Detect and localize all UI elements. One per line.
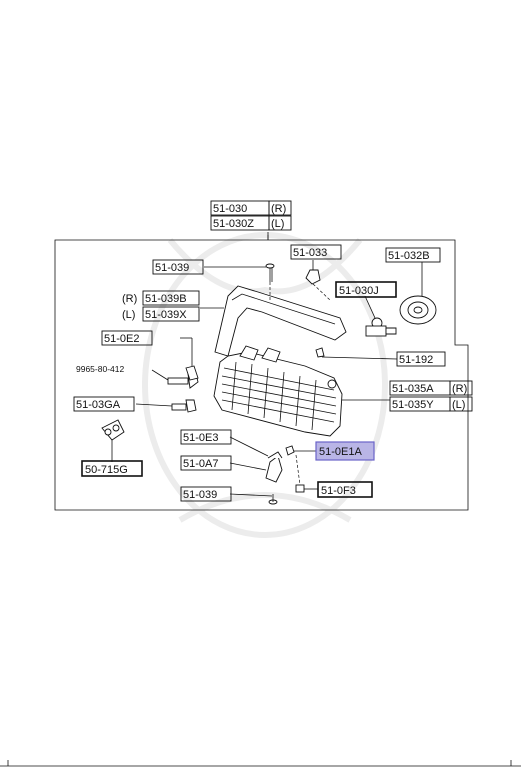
label-51-0e2[interactable]: 51-0E2 (101, 330, 153, 346)
screw-bottom (268, 494, 278, 505)
svg-text:51-032B: 51-032B (388, 250, 430, 262)
leader-lines (111, 232, 423, 497)
svg-text:51-035A: 51-035A (392, 383, 434, 395)
svg-text:51-0E2: 51-0E2 (104, 333, 139, 345)
label-9965-80-412[interactable]: 9965-80-412 (76, 364, 124, 374)
svg-text:51-030J: 51-030J (339, 285, 379, 297)
svg-text:51-192: 51-192 (399, 354, 433, 366)
label-51-0e3[interactable]: 51-0E3 (180, 429, 232, 445)
label-51-035a[interactable]: 51-035A (R) (389, 380, 473, 396)
label-51-192[interactable]: 51-192 (396, 351, 446, 367)
label-51-0f3[interactable]: 51-0F3 (317, 481, 373, 498)
svg-text:51-030: 51-030 (213, 203, 247, 215)
svg-text:51-039: 51-039 (155, 262, 189, 274)
svg-text:51-039B: 51-039B (145, 293, 187, 305)
svg-text:(R): (R) (271, 203, 286, 215)
label-51-039-top[interactable]: 51-039 (152, 259, 204, 275)
svg-text:9965-80-412: 9965-80-412 (76, 364, 124, 374)
svg-text:51-039X: 51-039X (145, 309, 187, 321)
svg-text:(L): (L) (271, 218, 284, 230)
connector (101, 419, 125, 441)
label-51-039x[interactable]: (L) 51-039X (122, 306, 200, 322)
svg-text:(R): (R) (452, 383, 467, 395)
svg-text:51-0A7: 51-0A7 (183, 458, 218, 470)
screw-top (265, 263, 275, 282)
label-51-03ga[interactable]: 51-03GA (73, 396, 135, 412)
svg-text:51-033: 51-033 (293, 247, 327, 259)
label-51-033[interactable]: 51-033 (290, 244, 342, 260)
socket (399, 295, 437, 325)
svg-text:50-715G: 50-715G (85, 464, 128, 476)
label-main-assembly[interactable]: 51-030 (R) 51-030Z (L) (210, 200, 292, 231)
label-51-030j[interactable]: 51-030J (335, 281, 397, 298)
svg-text:(L): (L) (452, 399, 465, 411)
label-51-035y[interactable]: 51-035Y (L) (389, 396, 473, 412)
svg-text:51-0E1A: 51-0E1A (319, 446, 362, 458)
svg-text:(R): (R) (122, 293, 137, 305)
lens-pattern (221, 361, 337, 431)
label-51-039b[interactable]: (R) 51-039B (122, 290, 200, 306)
svg-text:51-035Y: 51-035Y (392, 399, 434, 411)
svg-text:51-0F3: 51-0F3 (321, 485, 356, 497)
label-51-0e1a-highlighted[interactable]: 51-0E1A (315, 441, 375, 461)
bulb (365, 317, 397, 337)
svg-text:(L): (L) (122, 309, 135, 321)
headlamp-drawing (101, 263, 437, 505)
svg-text:51-0E3: 51-0E3 (183, 432, 218, 444)
page-footer-marks (0, 760, 521, 767)
label-51-039-bottom[interactable]: 51-039 (180, 486, 232, 502)
label-51-0a7[interactable]: 51-0A7 (180, 455, 232, 471)
label-51-032b[interactable]: 51-032B (385, 247, 441, 263)
label-50-715g[interactable]: 50-715G (81, 460, 143, 477)
svg-text:51-030Z: 51-030Z (213, 218, 254, 230)
svg-text:51-03GA: 51-03GA (76, 399, 121, 411)
svg-text:51-039: 51-039 (183, 489, 217, 501)
bolt-03ga (171, 399, 197, 413)
